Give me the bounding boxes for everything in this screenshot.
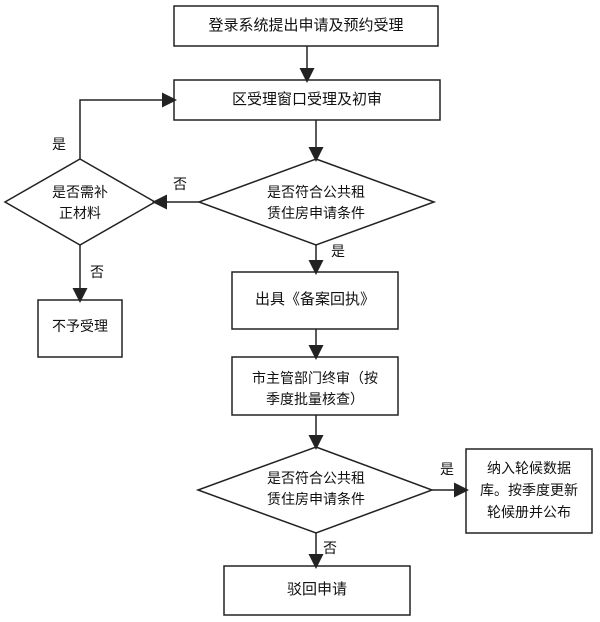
- supplement-yes-label: 是: [52, 137, 66, 153]
- decision-1-no-label: 否: [173, 177, 187, 193]
- supplement-line-2: 正材料: [59, 206, 101, 222]
- initial-review-box-label: 区受理窗口受理及初审: [231, 90, 382, 108]
- initial-review-box-shape: [173, 79, 441, 121]
- waitlist-line-1: 纳入轮候数据: [487, 461, 571, 477]
- decision-2-line-2: 赁住房申请条件: [267, 492, 365, 508]
- submit-box-shape: [173, 5, 439, 47]
- supplement-no-label: 否: [90, 265, 104, 281]
- decision-2-line-1: 是否符合公共租: [267, 471, 365, 487]
- submit-box-label: 登录系统提出申请及预约受理: [208, 16, 404, 34]
- decision-2-diamond-shape: [195, 446, 435, 534]
- reject-box-label: 不予受理: [52, 319, 108, 335]
- return-box-label: 驳回申请: [286, 580, 347, 598]
- final-review-line-1: 市主管部门终审（按: [252, 371, 378, 387]
- final-review-line-2: 季度批量核查）: [266, 392, 364, 408]
- waitlist-line-2: 库。按季度更新: [480, 483, 578, 499]
- waitlist-line-3: 轮候册并公布: [487, 505, 571, 521]
- decision-1-line-1: 是否符合公共租: [267, 185, 365, 201]
- decision-1-yes-label: 是: [331, 244, 345, 260]
- supplement-line-1: 是否需补: [52, 185, 108, 201]
- decision-2-no-label: 否: [323, 541, 337, 557]
- waitlist-box-shape: [465, 448, 593, 534]
- decision-1-line-2: 赁住房申请条件: [267, 206, 365, 222]
- final-review-box-shape: [231, 356, 399, 416]
- arrow-supplement-yes-to-initial-review: [79, 92, 177, 159]
- receipt-box-label: 出具《备案回执》: [254, 290, 375, 308]
- decision-2-yes-label: 是: [440, 462, 454, 478]
- reject-box-shape: [37, 299, 123, 358]
